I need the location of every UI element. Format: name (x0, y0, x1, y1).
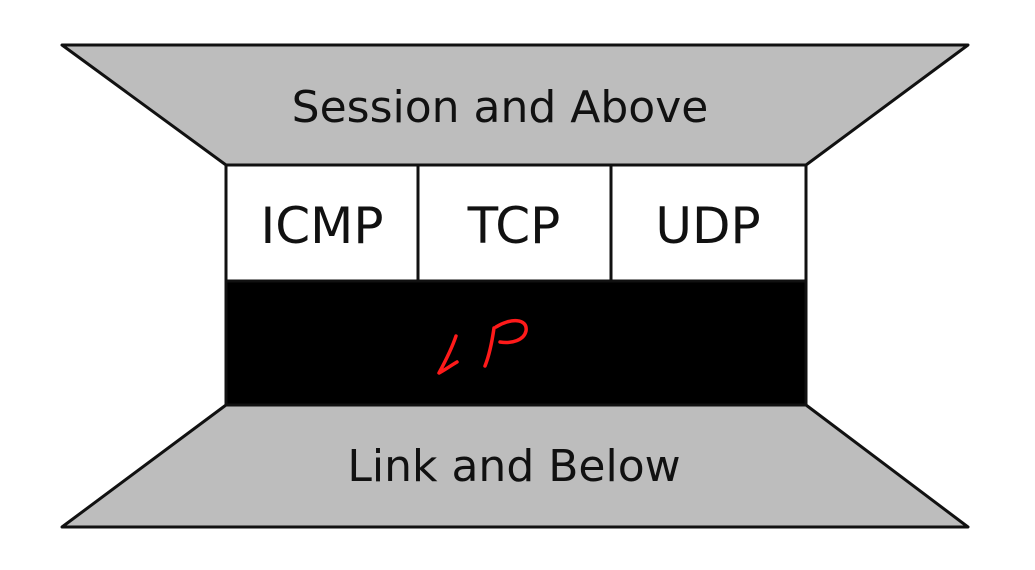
ip-handwritten-annotation (437, 319, 528, 375)
icmp-label: ICMP (261, 197, 384, 255)
udp-label: UDP (655, 197, 760, 255)
link-and-below-label: Link and Below (347, 441, 680, 492)
ip-layer-bar (224, 279, 808, 407)
session-and-above-label: Session and Above (292, 82, 709, 133)
link-and-below-layer (60, 403, 970, 529)
udp-box (609, 163, 808, 283)
tcp-label: TCP (467, 197, 561, 255)
